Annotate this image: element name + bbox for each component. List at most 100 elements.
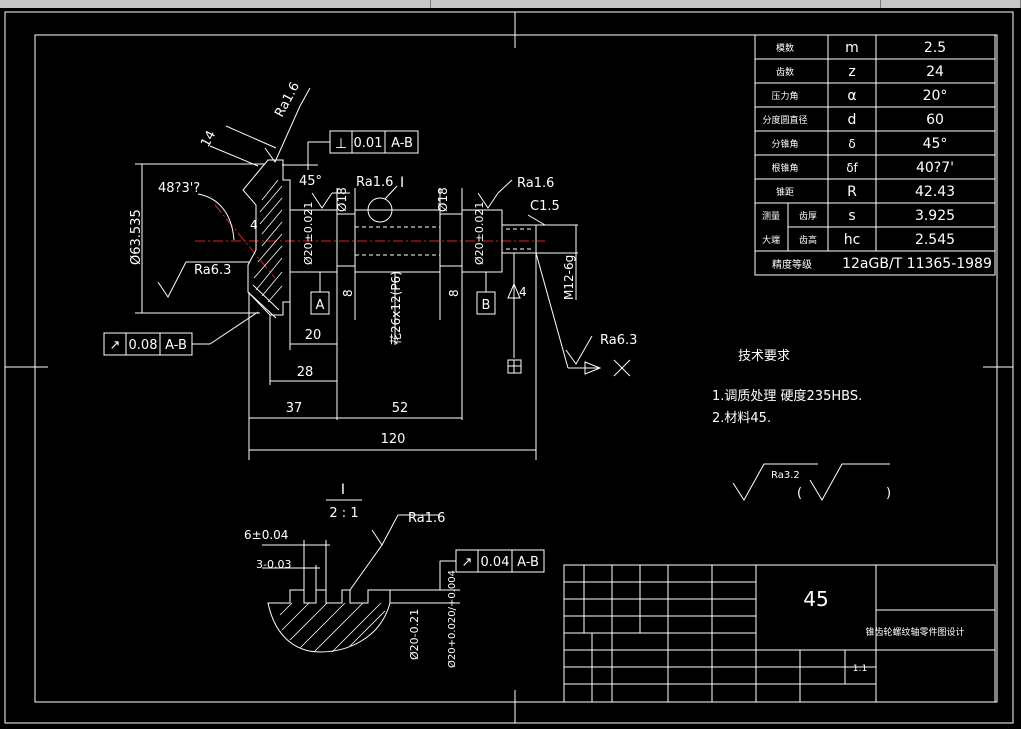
dim-20: 20: [305, 328, 322, 343]
param-name-8: 齿高: [799, 234, 817, 246]
param-symbol-7: s: [848, 208, 855, 224]
svg-text:0.04: 0.04: [481, 555, 510, 570]
svg-text:0.08: 0.08: [129, 338, 158, 353]
main-view: I Ra1.6 14 ⊥ 0.01 A-B 45° Ra1.6 Ø18 Ø18: [103, 80, 637, 460]
gear-hatch: [253, 179, 283, 303]
svg-text:↗: ↗: [110, 338, 121, 353]
title-material: 45: [803, 587, 828, 611]
svg-text:A-B: A-B: [517, 555, 539, 570]
param-symbol-3: d: [848, 112, 857, 128]
datum-b: B: [476, 272, 496, 315]
detail-scale: 2 : 1: [329, 506, 358, 521]
param-name-5: 根锥角: [771, 162, 798, 174]
svg-text:↗: ↗: [462, 555, 473, 570]
dim-120: 120: [381, 432, 406, 447]
title-sheet: 1:1: [853, 664, 867, 674]
roughness-ra63-left: Ra6.3: [194, 263, 231, 278]
detail-section-outline: [267, 589, 391, 653]
svg-text:A: A: [316, 298, 325, 313]
svg-text:A-B: A-B: [391, 136, 413, 151]
param-value-4: 45°: [923, 136, 948, 152]
param-name-3: 分度圆直径: [762, 114, 807, 126]
roughness-ra16-mid: Ra1.6: [356, 175, 393, 190]
param-symbol-4: δ: [848, 137, 855, 151]
window-title-bar: [0, 0, 1021, 8]
dim-dia20-b: Ø20±0.021: [473, 202, 486, 265]
param-name-1: 齿数: [776, 66, 794, 78]
label-measure: 测量: [762, 211, 780, 222]
datum-a: A: [310, 272, 330, 315]
svg-text:0.01: 0.01: [354, 136, 383, 151]
detail-title: I: [341, 482, 345, 498]
param-symbol-1: z: [848, 64, 855, 80]
tech-line-2: 2.材料45.: [712, 411, 771, 426]
param-value-3: 60: [926, 112, 944, 128]
dim-14: 14: [198, 128, 219, 150]
thread-section: [501, 224, 537, 254]
param-value-0: 2.5: [924, 40, 946, 56]
dim-dia20-a: Ø20±0.021: [302, 202, 315, 265]
title-drawing-name: 锥齿轮螺纹轴零件图设计: [865, 626, 964, 638]
detail-runout-frame: ↗ 0.04 A-B: [439, 549, 545, 590]
general-roughness-symbol: Ra3.2 ( ): [732, 463, 891, 501]
detail-ref-label: I: [400, 175, 404, 191]
param-name-4: 分锥角: [771, 138, 798, 150]
gear-outline: [242, 159, 291, 316]
detail-dia20b: Ø20+0.020/+0.004: [446, 570, 458, 668]
dim-4-right: 4: [519, 285, 527, 299]
roughness-ra63-right: Ra6.3: [600, 333, 637, 348]
outer-sheet-border: [4, 11, 1014, 724]
dim-8-a: 8: [341, 289, 355, 297]
svg-text:(: (: [797, 486, 802, 501]
detail-view-i: I 2 : 1 6±0.04 3-0.03 Ra1.6 ↗ 0.04: [244, 482, 545, 668]
tech-line-1: 1.调质处理 硬度235HBS.: [712, 388, 862, 404]
param-name-0: 模数: [776, 42, 794, 54]
label-big-end: 大端: [762, 234, 780, 246]
param-value-2: 20°: [923, 88, 948, 104]
svg-text:Ra3.2: Ra3.2: [771, 470, 800, 481]
roughness-ra16-top: Ra1.6: [272, 80, 303, 120]
param-symbol-2: α: [847, 88, 856, 104]
dim-52: 52: [392, 401, 409, 416]
title-block: 45 锥齿轮螺纹轴零件图设计 1:1: [563, 564, 996, 703]
param-name-2: 压力角: [771, 90, 798, 102]
accuracy-label: 精度等级: [772, 258, 812, 271]
roughness-ra16-right: Ra1.6: [517, 176, 554, 191]
param-value-6: 42.43: [915, 184, 955, 200]
inner-drawing-frame: [34, 34, 998, 703]
param-value-1: 24: [926, 64, 944, 80]
tech-title: 技术要求: [738, 349, 790, 364]
dim-28: 28: [297, 365, 314, 380]
detail-dim-3: 3-0.03: [256, 558, 291, 571]
detail-roughness: Ra1.6: [408, 511, 445, 526]
gear-parameter-table: 模数 齿数 压力角 分度圆直径 分锥角 根锥角 锥距 测量 大端 齿厚 齿高 m…: [754, 34, 996, 276]
detail-dim-6: 6±0.04: [244, 528, 288, 542]
svg-text:⊥: ⊥: [335, 136, 347, 152]
dim-dia63: Ø63.535: [129, 209, 144, 265]
dim-37: 37: [286, 401, 303, 416]
svg-text:A-B: A-B: [165, 338, 187, 353]
dim-8-b: 8: [447, 289, 461, 297]
accuracy-value: 12aGB/T 11365-1989: [842, 256, 992, 272]
chamfer-c15: C1.5: [530, 199, 560, 214]
dim-4-left: 4: [250, 218, 258, 232]
angle-48: 48?3'?: [158, 181, 200, 196]
chamfer-45: 45°: [299, 174, 322, 189]
cad-drawing[interactable]: 模数 齿数 压力角 分度圆直径 分锥角 根锥角 锥距 测量 大端 齿厚 齿高 m…: [0, 8, 1021, 729]
technical-requirements: 技术要求 1.调质处理 硬度235HBS. 2.材料45.: [712, 349, 862, 426]
detail-dia20: Ø20-0.21: [408, 609, 421, 660]
dim-dia18-a: Ø18: [335, 187, 349, 212]
param-value-5: 40?7': [916, 160, 954, 176]
param-symbol-8: hc: [844, 232, 861, 248]
param-value-8: 2.545: [915, 232, 955, 248]
perpendicularity-frame: ⊥ 0.01 A-B: [307, 130, 419, 170]
param-name-6: 锥距: [776, 186, 794, 198]
dim-dia18-b: Ø18: [436, 187, 450, 212]
svg-text:B: B: [482, 298, 491, 313]
param-symbol-6: R: [847, 184, 857, 200]
detail-marker-circle: [367, 197, 393, 223]
runout-frame: ↗ 0.08 A-B: [103, 311, 259, 356]
param-name-7: 齿厚: [799, 211, 817, 222]
svg-text:): ): [886, 486, 891, 501]
dim-m12: M12-6g: [562, 255, 576, 300]
